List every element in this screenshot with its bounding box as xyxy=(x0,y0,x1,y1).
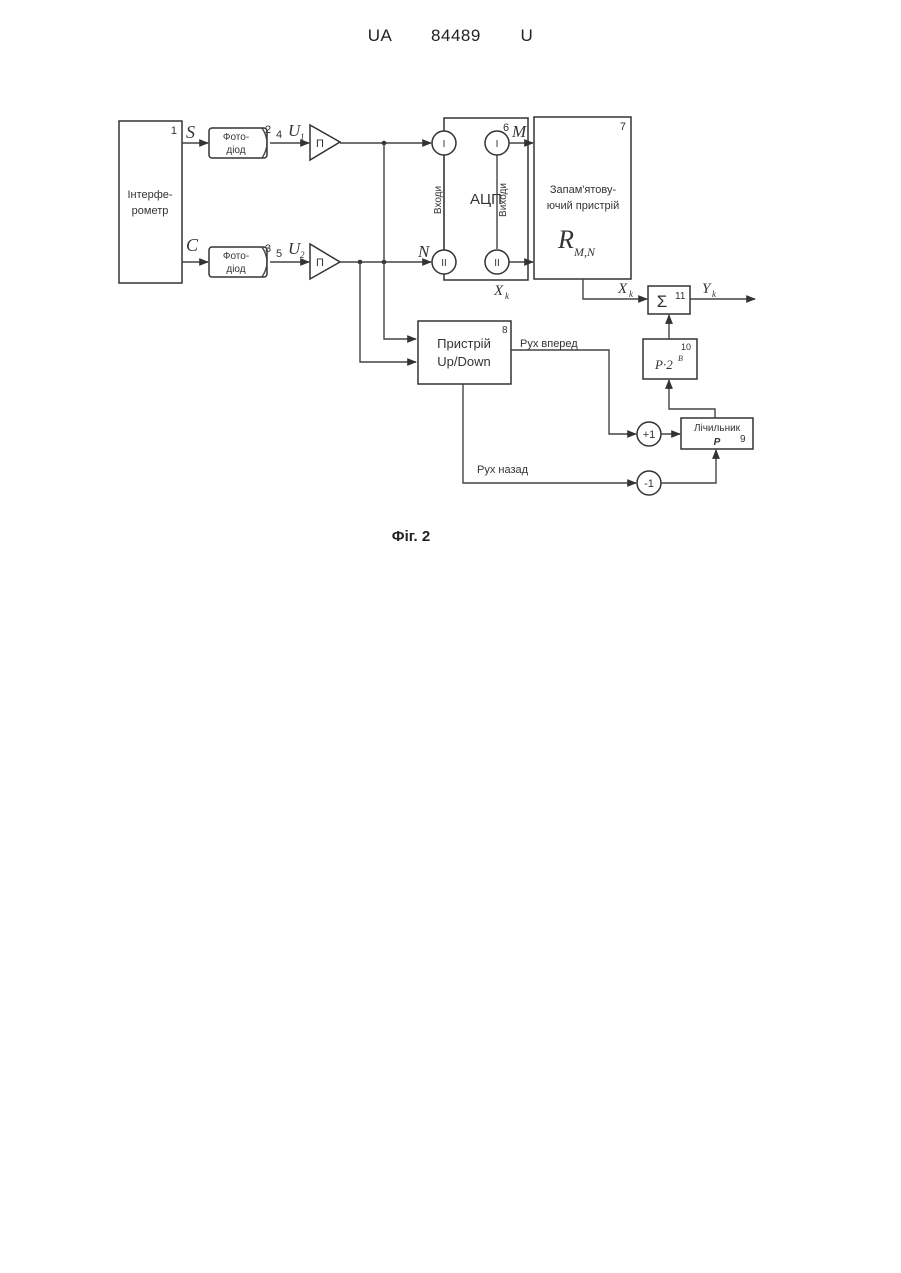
minus-one-label: -1 xyxy=(644,478,654,490)
summator-block: Σ 11 xyxy=(648,286,690,314)
memory-symbol-subscript: M,N xyxy=(573,245,596,259)
memory-xk-label: X xyxy=(617,281,628,297)
bottom-branch-to-updown xyxy=(360,262,416,362)
adc-output-2: II xyxy=(494,258,500,269)
minus-one-to-counter-line xyxy=(661,450,716,483)
updown-block: 8 Пристрій Up/Down xyxy=(418,321,511,384)
plus-one-node: +1 xyxy=(637,422,661,446)
photodiode-bottom-number: 3 xyxy=(265,243,271,255)
signal-c-label: C xyxy=(186,235,199,255)
adc-input-1: I xyxy=(443,139,446,150)
summator-number: 11 xyxy=(675,291,686,302)
adc-outputs-label: Виходи xyxy=(498,183,509,217)
interferometer-label-1: Інтерфе- xyxy=(127,189,172,201)
updown-label-1: Пристрій xyxy=(437,336,491,351)
yk-subscript: k xyxy=(712,289,717,299)
memory-label-2: ючий пристрій xyxy=(547,200,620,212)
interferometer-label-2: рометр xyxy=(132,205,169,217)
yk-label: Y xyxy=(702,281,712,297)
forward-label: Рух вперед xyxy=(520,338,578,350)
amplifier-top: П xyxy=(310,125,340,160)
photodiode-bottom-label-2: діод xyxy=(226,264,245,275)
u1-subscript: 1 xyxy=(300,132,305,142)
counter-to-scaler-line xyxy=(669,380,715,418)
memory-block: 7 Запам'ятову- ючий пристрій R M,N xyxy=(534,117,631,279)
block-diagram: 1 Інтерфе- рометр S C 2 Фото- діод 3 Фот… xyxy=(0,0,901,560)
scaler-block: 10 P·2 B xyxy=(643,339,697,379)
updown-label-2: Up/Down xyxy=(437,354,490,369)
backward-label: Рух назад xyxy=(477,464,529,476)
counter-label-1: Лічильник xyxy=(694,423,741,434)
photodiode-top-block: 2 Фото- діод xyxy=(209,124,271,158)
counter-number: 9 xyxy=(740,434,746,445)
memory-xk-subscript: k xyxy=(629,289,634,299)
amplifier-top-label: П xyxy=(316,138,324,150)
photodiode-top-label-2: діод xyxy=(226,145,245,156)
photodiode-bottom-block: 3 Фото- діод xyxy=(209,243,271,277)
photodiode-top-number: 2 xyxy=(265,124,271,136)
memory-number: 7 xyxy=(620,121,626,133)
signal-m-label: M xyxy=(511,122,527,141)
counter-label-2: P xyxy=(714,437,721,448)
amplifier-bottom: П xyxy=(310,244,340,279)
memory-label-1: Запам'ятову- xyxy=(550,184,617,196)
counter-block: Лічильник P 9 xyxy=(681,418,753,449)
adc-number: 6 xyxy=(503,122,509,134)
scaler-text: P·2 xyxy=(654,357,673,372)
top-branch-to-updown xyxy=(384,143,416,339)
adc-xk-label: X xyxy=(493,283,504,299)
summator-symbol: Σ xyxy=(657,292,668,311)
amplifier-bottom-label: П xyxy=(316,257,324,269)
signal-n-label: N xyxy=(417,242,431,261)
adc-inputs-label: Входи xyxy=(433,186,444,214)
scaler-number: 10 xyxy=(681,342,691,352)
figure-caption: Фіг. 2 xyxy=(0,528,822,545)
interferometer-number: 1 xyxy=(171,125,177,137)
photodiode-bottom-label-1: Фото- xyxy=(223,251,249,262)
updown-number: 8 xyxy=(502,325,508,336)
plus-one-label: +1 xyxy=(643,429,656,441)
scaler-superscript: B xyxy=(678,354,683,363)
interferometer-block: 1 Інтерфе- рометр xyxy=(119,121,182,283)
adc-output-1: I xyxy=(496,139,499,150)
minus-one-node: -1 xyxy=(637,471,661,495)
photodiode-top-label-1: Фото- xyxy=(223,132,249,143)
u2-subscript: 2 xyxy=(300,250,305,260)
adc-xk-subscript: k xyxy=(505,291,510,301)
line-5-number: 5 xyxy=(276,248,282,260)
memory-to-summator-line xyxy=(583,279,647,299)
signal-s-label: S xyxy=(186,122,195,142)
forward-line xyxy=(511,350,636,434)
line-4-number: 4 xyxy=(276,129,282,141)
memory-symbol: R xyxy=(557,225,574,254)
adc-input-2: II xyxy=(441,258,447,269)
